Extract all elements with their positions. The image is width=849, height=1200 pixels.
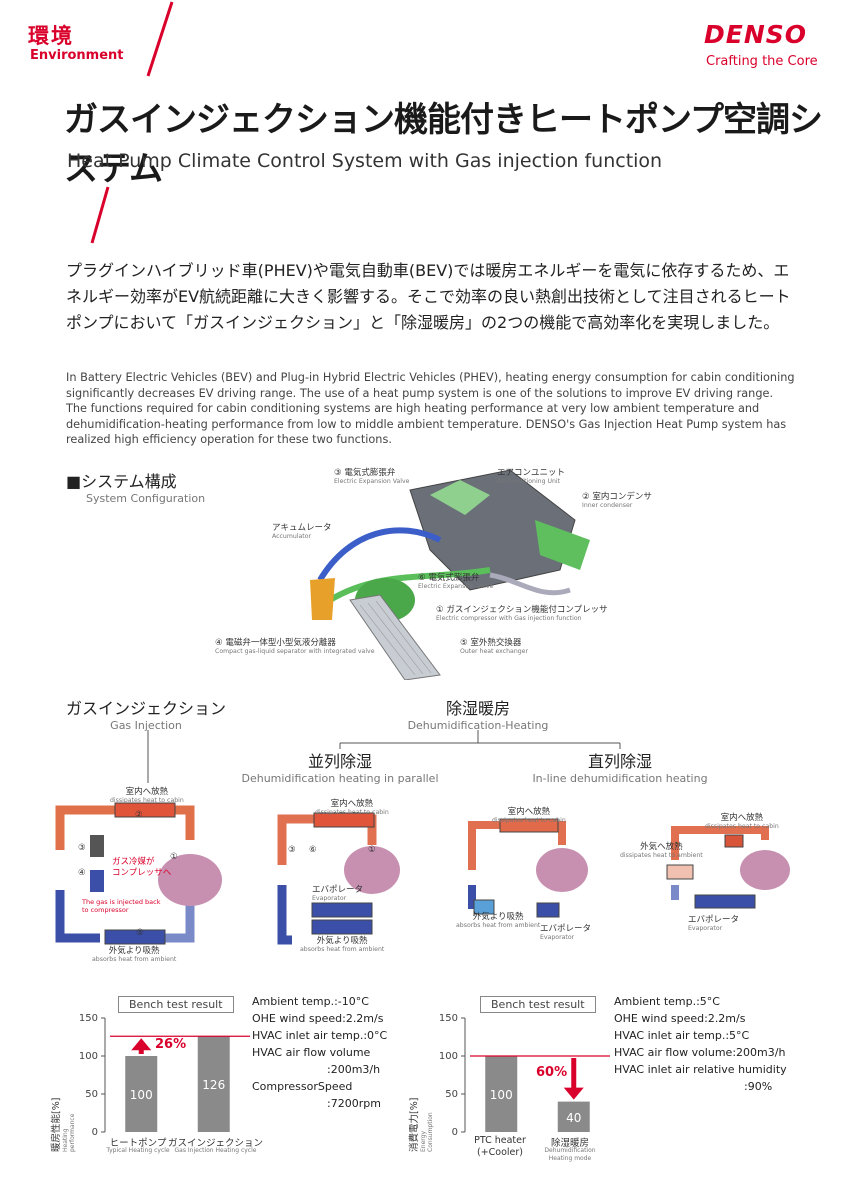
bench2-xsub-1: Dehumidification — [544, 1147, 596, 1154]
parallel-cycle — [277, 812, 400, 945]
intro-ja: プラグインハイブリッド車(PHEV)や電気自動車(BEV)では暖房エネルギーを電… — [66, 261, 791, 332]
inline-b-room-label: 室内へ放熱 dissipates heat to cabin — [705, 813, 779, 830]
parallel-heading: 並列除湿 Dehumidification heating in paralle… — [241, 752, 439, 785]
parallel-ambient-label: 外気より吸熱 absorbs heat from ambient — [300, 936, 385, 953]
bench1-xlab-0: ヒートポンプ — [109, 1138, 167, 1149]
gas-num-2: ② — [135, 810, 143, 820]
bench2-label: Bench test result — [480, 996, 596, 1013]
label-hvac: エアコンユニット Air-conditioning Unit — [497, 468, 566, 485]
gas-num-4: ④ — [78, 868, 86, 878]
label-accumulator: アキュムレータ Accumulator — [272, 523, 332, 540]
increase-arrow-head — [131, 1038, 152, 1051]
inline-heading: 直列除湿 In-line dehumidification heating — [532, 752, 708, 785]
bar — [557, 1101, 590, 1132]
bench1-conditions: Ambient temp.:-10°C OHE wind speed:2.2m/… — [252, 995, 388, 1110]
y-tick-label: 0 — [92, 1127, 98, 1138]
label-outer-hex: ⑤ 室外熱交換器 Outer heat exchanger — [460, 638, 529, 655]
parallel-num-6: ⑥ — [309, 845, 317, 855]
bench1-label: Bench test result — [118, 996, 234, 1013]
inline-b-out-label: 外気へ放熱 dissipates heat to ambient — [620, 842, 703, 859]
bench1-chart: 0 50 100 150 100 126 — [79, 1013, 250, 1138]
dehum-heading: 除湿暖房 Dehumidification-Heating — [407, 699, 549, 732]
gas-room-label: 室内へ放熱 dissipates heat to cabin — [110, 787, 184, 804]
gas-ambient-label: 外気より吸熱 absorbs heat from ambient — [92, 946, 177, 963]
system-heading-en: System Configuration — [86, 492, 206, 505]
decrease-arrow-head — [563, 1087, 584, 1100]
bench1-pct: 26% — [155, 1037, 187, 1052]
gas-inject-note-ja: ガス冷媒が コンプレッサへ — [112, 857, 172, 878]
inline-cycle-b — [666, 826, 790, 909]
bench1-xlab-1: ガスインジェクション — [168, 1138, 264, 1149]
bench1-xsub-1: Gas Injection Heating cycle — [174, 1147, 257, 1154]
bench2-chart: 0 50 100 150 100 40 — [439, 1013, 610, 1138]
gas-inject-note-en: The gas is injected back to compressor — [82, 898, 161, 914]
y-tick-label: 50 — [85, 1089, 98, 1100]
bench2-xlab-0: PTC heater — [474, 1135, 526, 1146]
system-heading: ■システム構成 System Configuration — [66, 468, 205, 505]
bar-value-label: 40 — [566, 1111, 581, 1125]
bar-value-label: 126 — [202, 1078, 225, 1092]
gas-injection-cycle — [55, 802, 222, 945]
bench2-xlab-1: 除湿暖房 — [550, 1138, 589, 1149]
y-tick-label: 150 — [439, 1013, 458, 1024]
parallel-evap-label: エバポレータ Evaporator — [312, 885, 364, 902]
y-tick-label: 0 — [452, 1127, 458, 1138]
y-tick-label: 100 — [79, 1051, 98, 1062]
label-separator: ④ 電磁弁一体型小型気液分離器 Compact gas-liquid separ… — [215, 638, 375, 655]
bar-value-label: 100 — [490, 1088, 513, 1102]
bench1-xsub-0: Typical Heating cycle — [106, 1147, 170, 1154]
y-tick-label: 50 — [445, 1089, 458, 1100]
category-ja: 環境 — [28, 24, 74, 48]
label-compressor: ① ガスインジェクション機能付コンプレッサ Electric compresso… — [436, 605, 608, 622]
parallel-room-label: 室内へ放熱 dissipates heat to cabin — [315, 799, 389, 816]
label-inner-condenser: ② 室内コンデンサ Inner condenser — [582, 492, 652, 509]
square-bullet-icon: ■ — [66, 472, 82, 491]
red-slash-decoration — [90, 1, 174, 244]
inline-b-evap-label: エバポレータ Evaporator — [688, 915, 740, 932]
gas-num-1: ① — [170, 852, 178, 862]
brand-tagline: Crafting the Core — [706, 54, 818, 69]
inline-a-evap-label: エバポレータ Evaporator — [540, 924, 592, 941]
bar — [485, 1056, 518, 1132]
inline-cycle-a — [468, 818, 588, 918]
page-title-ja: ガスインジェクション機能付きヒートポンプ空調システム — [64, 100, 823, 189]
parallel-num-3: ③ — [288, 845, 296, 855]
inline-a-ambient-label: 外気より吸熱 absorbs heat from ambient — [456, 912, 541, 929]
page-title-en: Heat Pump Climate Control System with Ga… — [67, 150, 663, 172]
parallel-num-1: ① — [368, 845, 376, 855]
mode-tree-lines — [147, 730, 621, 783]
bench2-xsub2-1: Heating mode — [548, 1155, 592, 1162]
bar — [197, 1036, 230, 1132]
system-heading-ja: システム構成 — [81, 472, 177, 491]
gas-num-5: ⑤ — [136, 928, 144, 938]
gas-injection-heading: ガスインジェクション Gas Injection — [66, 699, 227, 732]
label-eev6: ⑥ 電気式膨張弁 Electric Expansion Valve — [418, 573, 494, 590]
inline-a-room-label: 室内へ放熱 dissipates heat to cabin — [492, 807, 566, 824]
intro-en: In Battery Electric Vehicles (BEV) and P… — [66, 371, 795, 446]
bar — [125, 1056, 158, 1132]
label-eev3: ③ 電気式膨張弁 Electric Expansion Valve — [334, 468, 410, 485]
category-en: Environment — [30, 48, 124, 63]
y-tick-label: 150 — [79, 1013, 98, 1024]
y-tick-label: 100 — [439, 1051, 458, 1062]
brand-logo: DENSO — [704, 20, 808, 49]
bench2-xlab2-0: (+Cooler) — [476, 1147, 524, 1158]
bench2-conditions: Ambient temp.:5°C OHE wind speed:2.2m/s … — [614, 995, 787, 1093]
bench2-pct: 60% — [536, 1065, 568, 1080]
bar-value-label: 100 — [130, 1088, 153, 1102]
gas-num-3: ③ — [78, 843, 86, 853]
system-illustration — [310, 469, 590, 680]
